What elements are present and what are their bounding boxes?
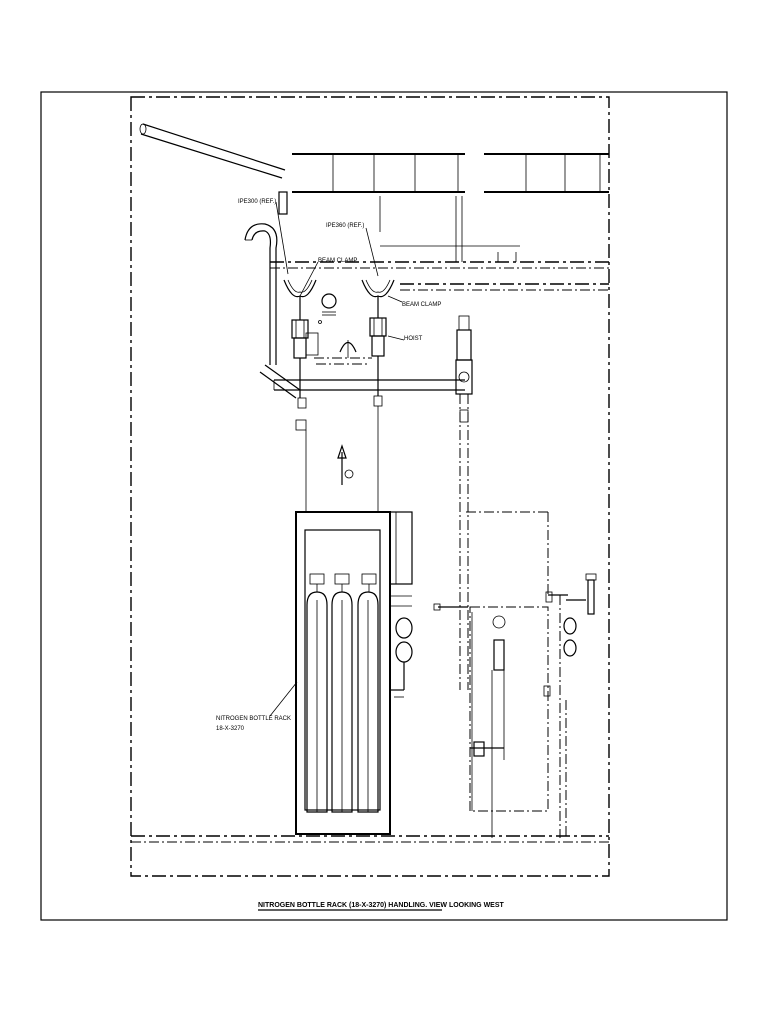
ref-block	[278, 191, 288, 215]
label-ipe300: IPE300 (REF.)	[238, 199, 276, 205]
drawing-title: NITROGEN BOTTLE RACK (18-X-3270) HANDLIN…	[258, 902, 505, 909]
diagonal-pipe	[139, 123, 286, 179]
label-rack-line1: NITROGEN BOTTLE RACK	[216, 716, 291, 722]
nitrogen-cylinder-1	[306, 573, 328, 813]
label-beam-clamp-right: BEAM CLAMP	[402, 302, 441, 308]
label-beam-clamp-left: BEAM CLAMP	[318, 258, 357, 264]
far-right-valve	[563, 573, 597, 657]
chain-block-wheel	[321, 293, 337, 309]
rack-valve-assembly	[390, 617, 413, 698]
sheet-border	[40, 91, 728, 921]
right-equipment-frame	[433, 511, 568, 838]
nitrogen-cylinder-3	[357, 573, 379, 813]
runway-beams	[270, 252, 609, 291]
label-rack-line2: 18-X-3270	[216, 726, 245, 732]
left-hoist-assembly	[283, 279, 319, 431]
leader-lines	[269, 201, 405, 717]
right-pipe-riser	[455, 315, 473, 690]
nitrogen-bottle-rack	[295, 511, 413, 835]
floor-lines	[131, 835, 609, 843]
drawing-boundary	[130, 96, 610, 877]
nitrogen-cylinder-2	[331, 573, 353, 813]
left-curved-pipe	[244, 223, 301, 399]
right-hoist-assembly	[361, 279, 395, 407]
north-arrow-icon	[337, 444, 354, 485]
label-hoist: HOIST	[404, 336, 423, 342]
top-beams	[292, 153, 609, 262]
main-horizontal-pipe	[273, 379, 465, 391]
label-ipe360: IPE360 (REF.)	[326, 223, 364, 229]
